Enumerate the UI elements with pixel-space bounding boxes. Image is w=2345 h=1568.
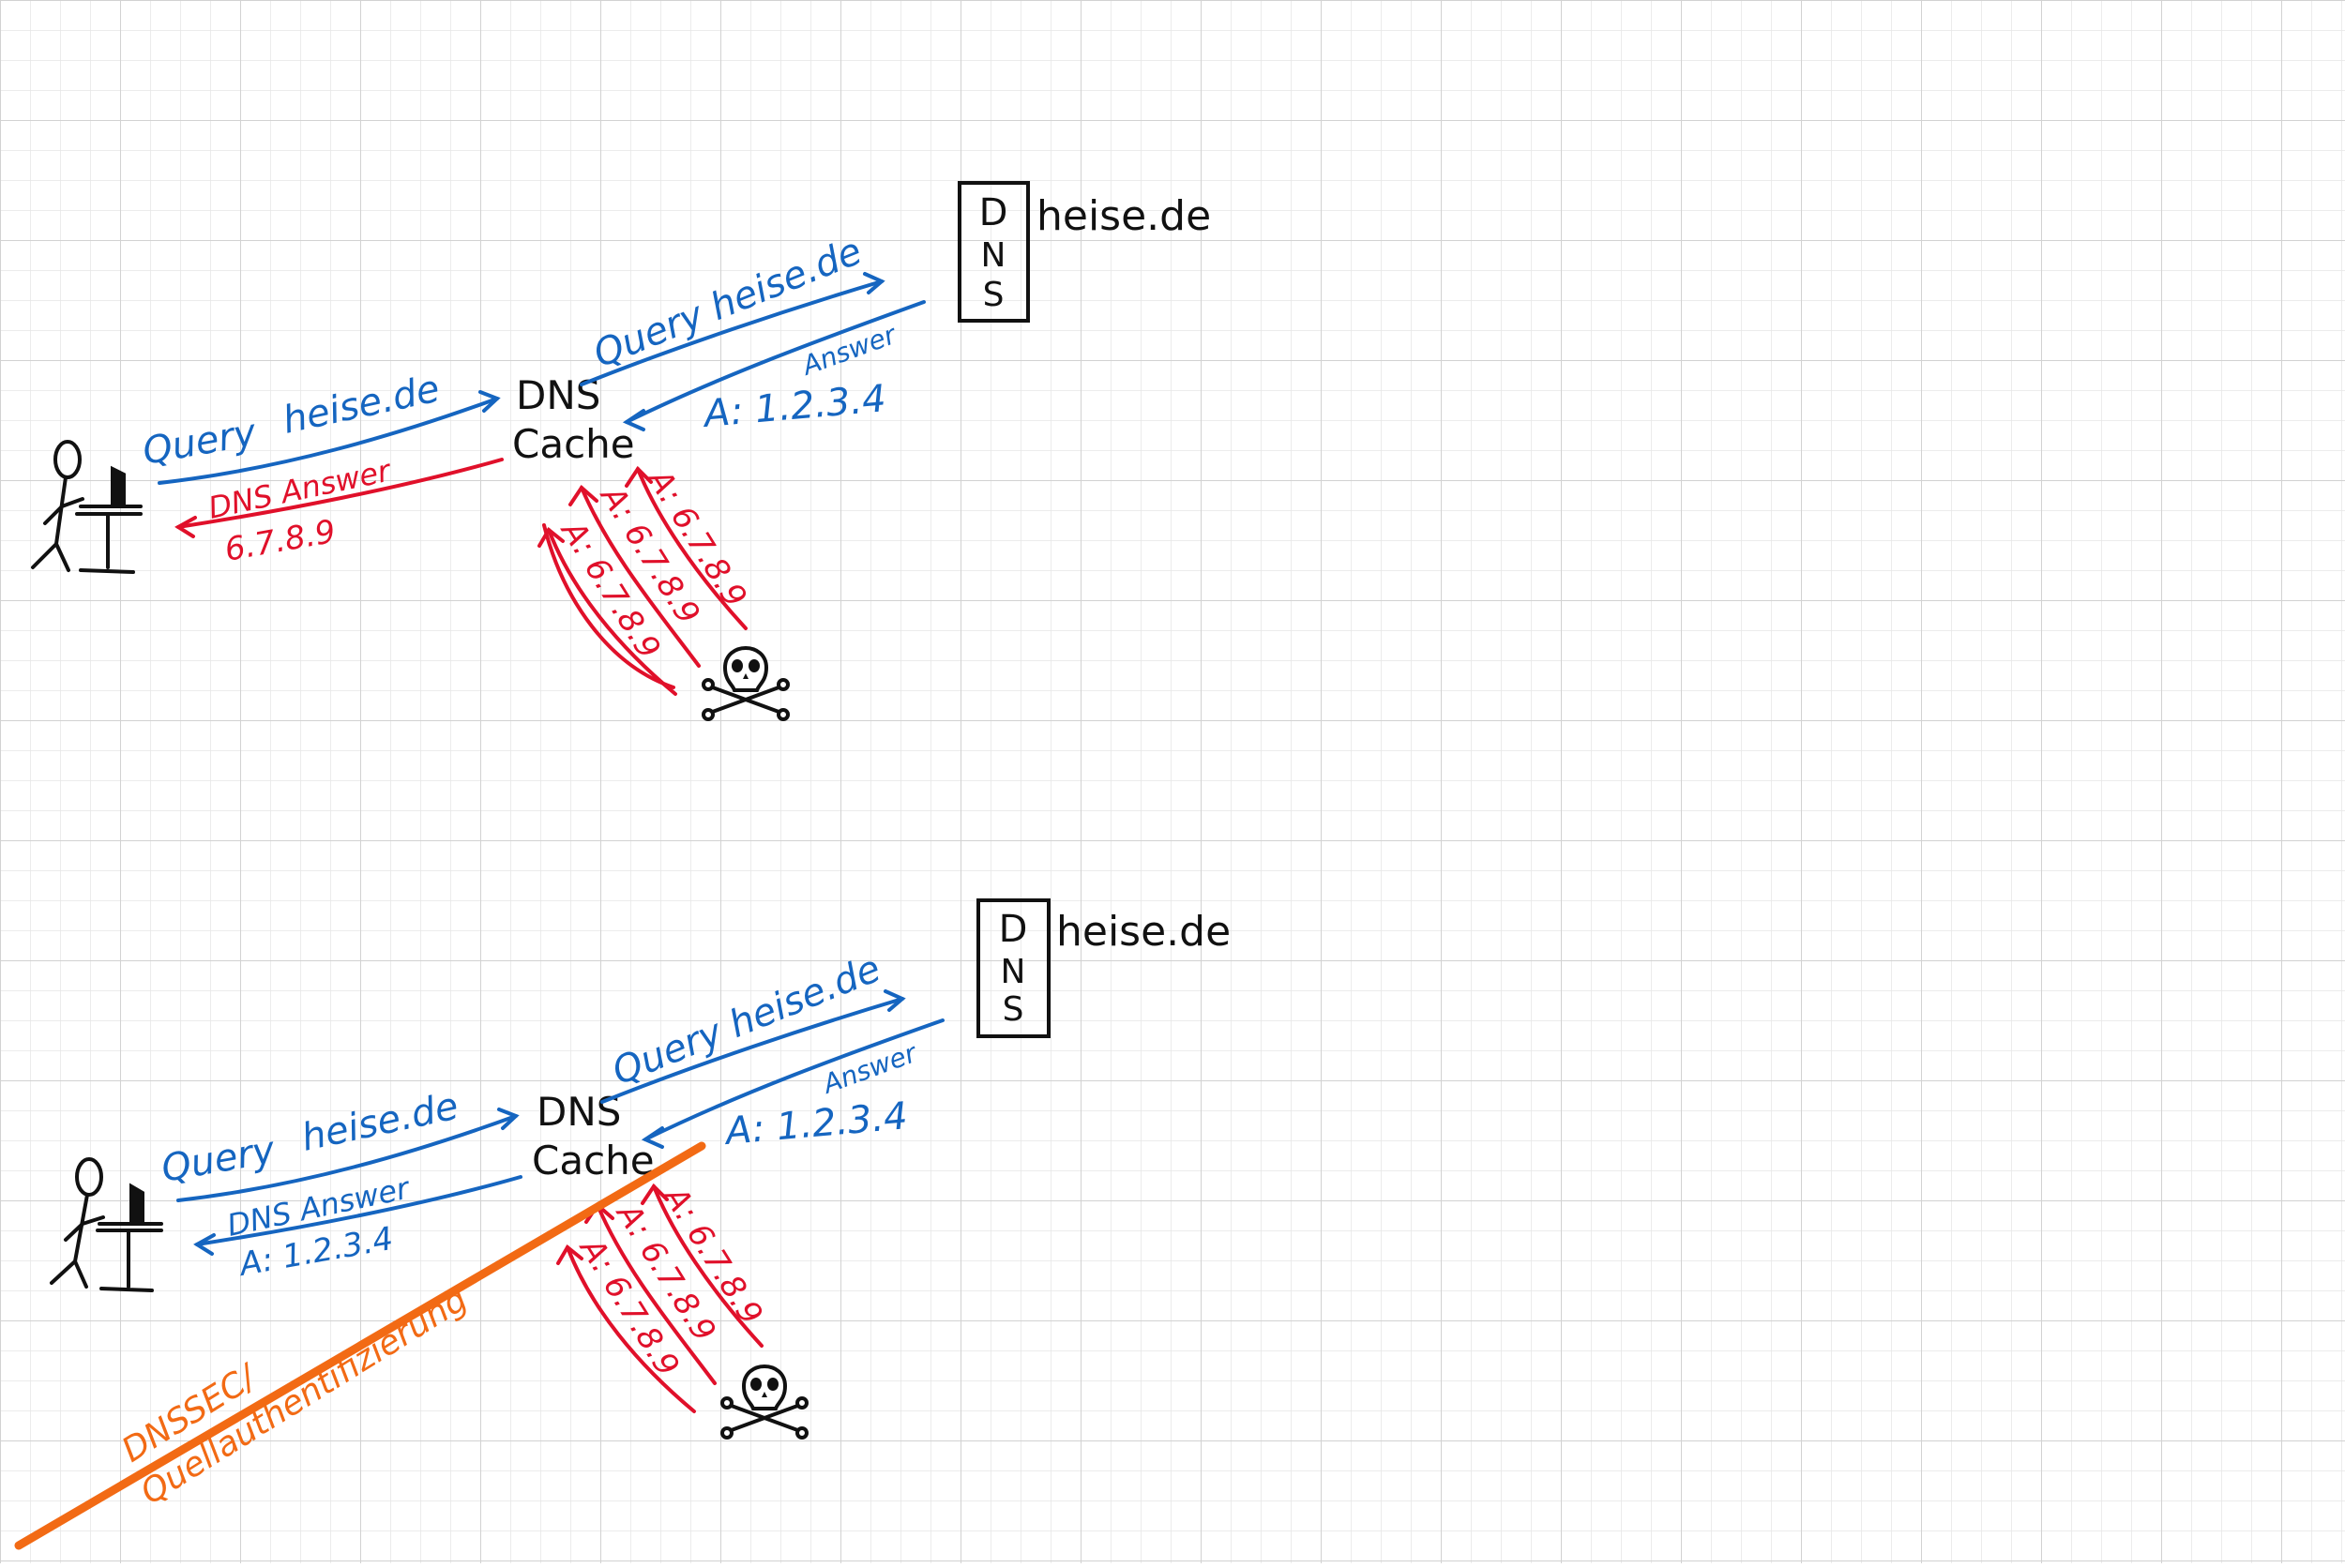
dns-cache-top: DNS Cache <box>512 372 635 467</box>
dns-server-letter-d: D <box>979 191 1008 234</box>
spoofed-answers-bottom <box>556 1183 764 1413</box>
dns-server-box <box>976 898 1051 1038</box>
server-domain-label: heise.de <box>1036 192 1211 240</box>
dns-server-box <box>958 181 1030 323</box>
dns-server-bottom: D N S heise.de <box>976 898 1231 1038</box>
dns-cache-bottom: DNS Cache <box>532 1089 655 1184</box>
cache-label-line1: DNS <box>516 372 600 418</box>
cache-label-line1: DNS <box>537 1089 621 1135</box>
cache-label-line2: Cache <box>512 421 635 467</box>
dns-server-letter-s: S <box>1003 990 1024 1029</box>
spoofed-answers-top <box>537 465 748 696</box>
client-user-icon <box>50 1157 163 1292</box>
dns-server-letter-n: N <box>981 236 1006 275</box>
skull-and-crossbones-icon <box>720 1364 809 1440</box>
client-user-icon <box>31 440 143 574</box>
cache-label-line2: Cache <box>532 1138 655 1184</box>
server-domain-label: heise.de <box>1056 908 1231 956</box>
dns-server-letter-s: S <box>983 276 1005 314</box>
dns-server-top: D N S heise.de <box>958 181 1211 323</box>
skull-and-crossbones-icon <box>702 646 790 721</box>
barrier-line <box>14 1141 706 1550</box>
dns-server-letter-d: D <box>999 908 1028 951</box>
dns-server-letter-n: N <box>1001 953 1026 991</box>
